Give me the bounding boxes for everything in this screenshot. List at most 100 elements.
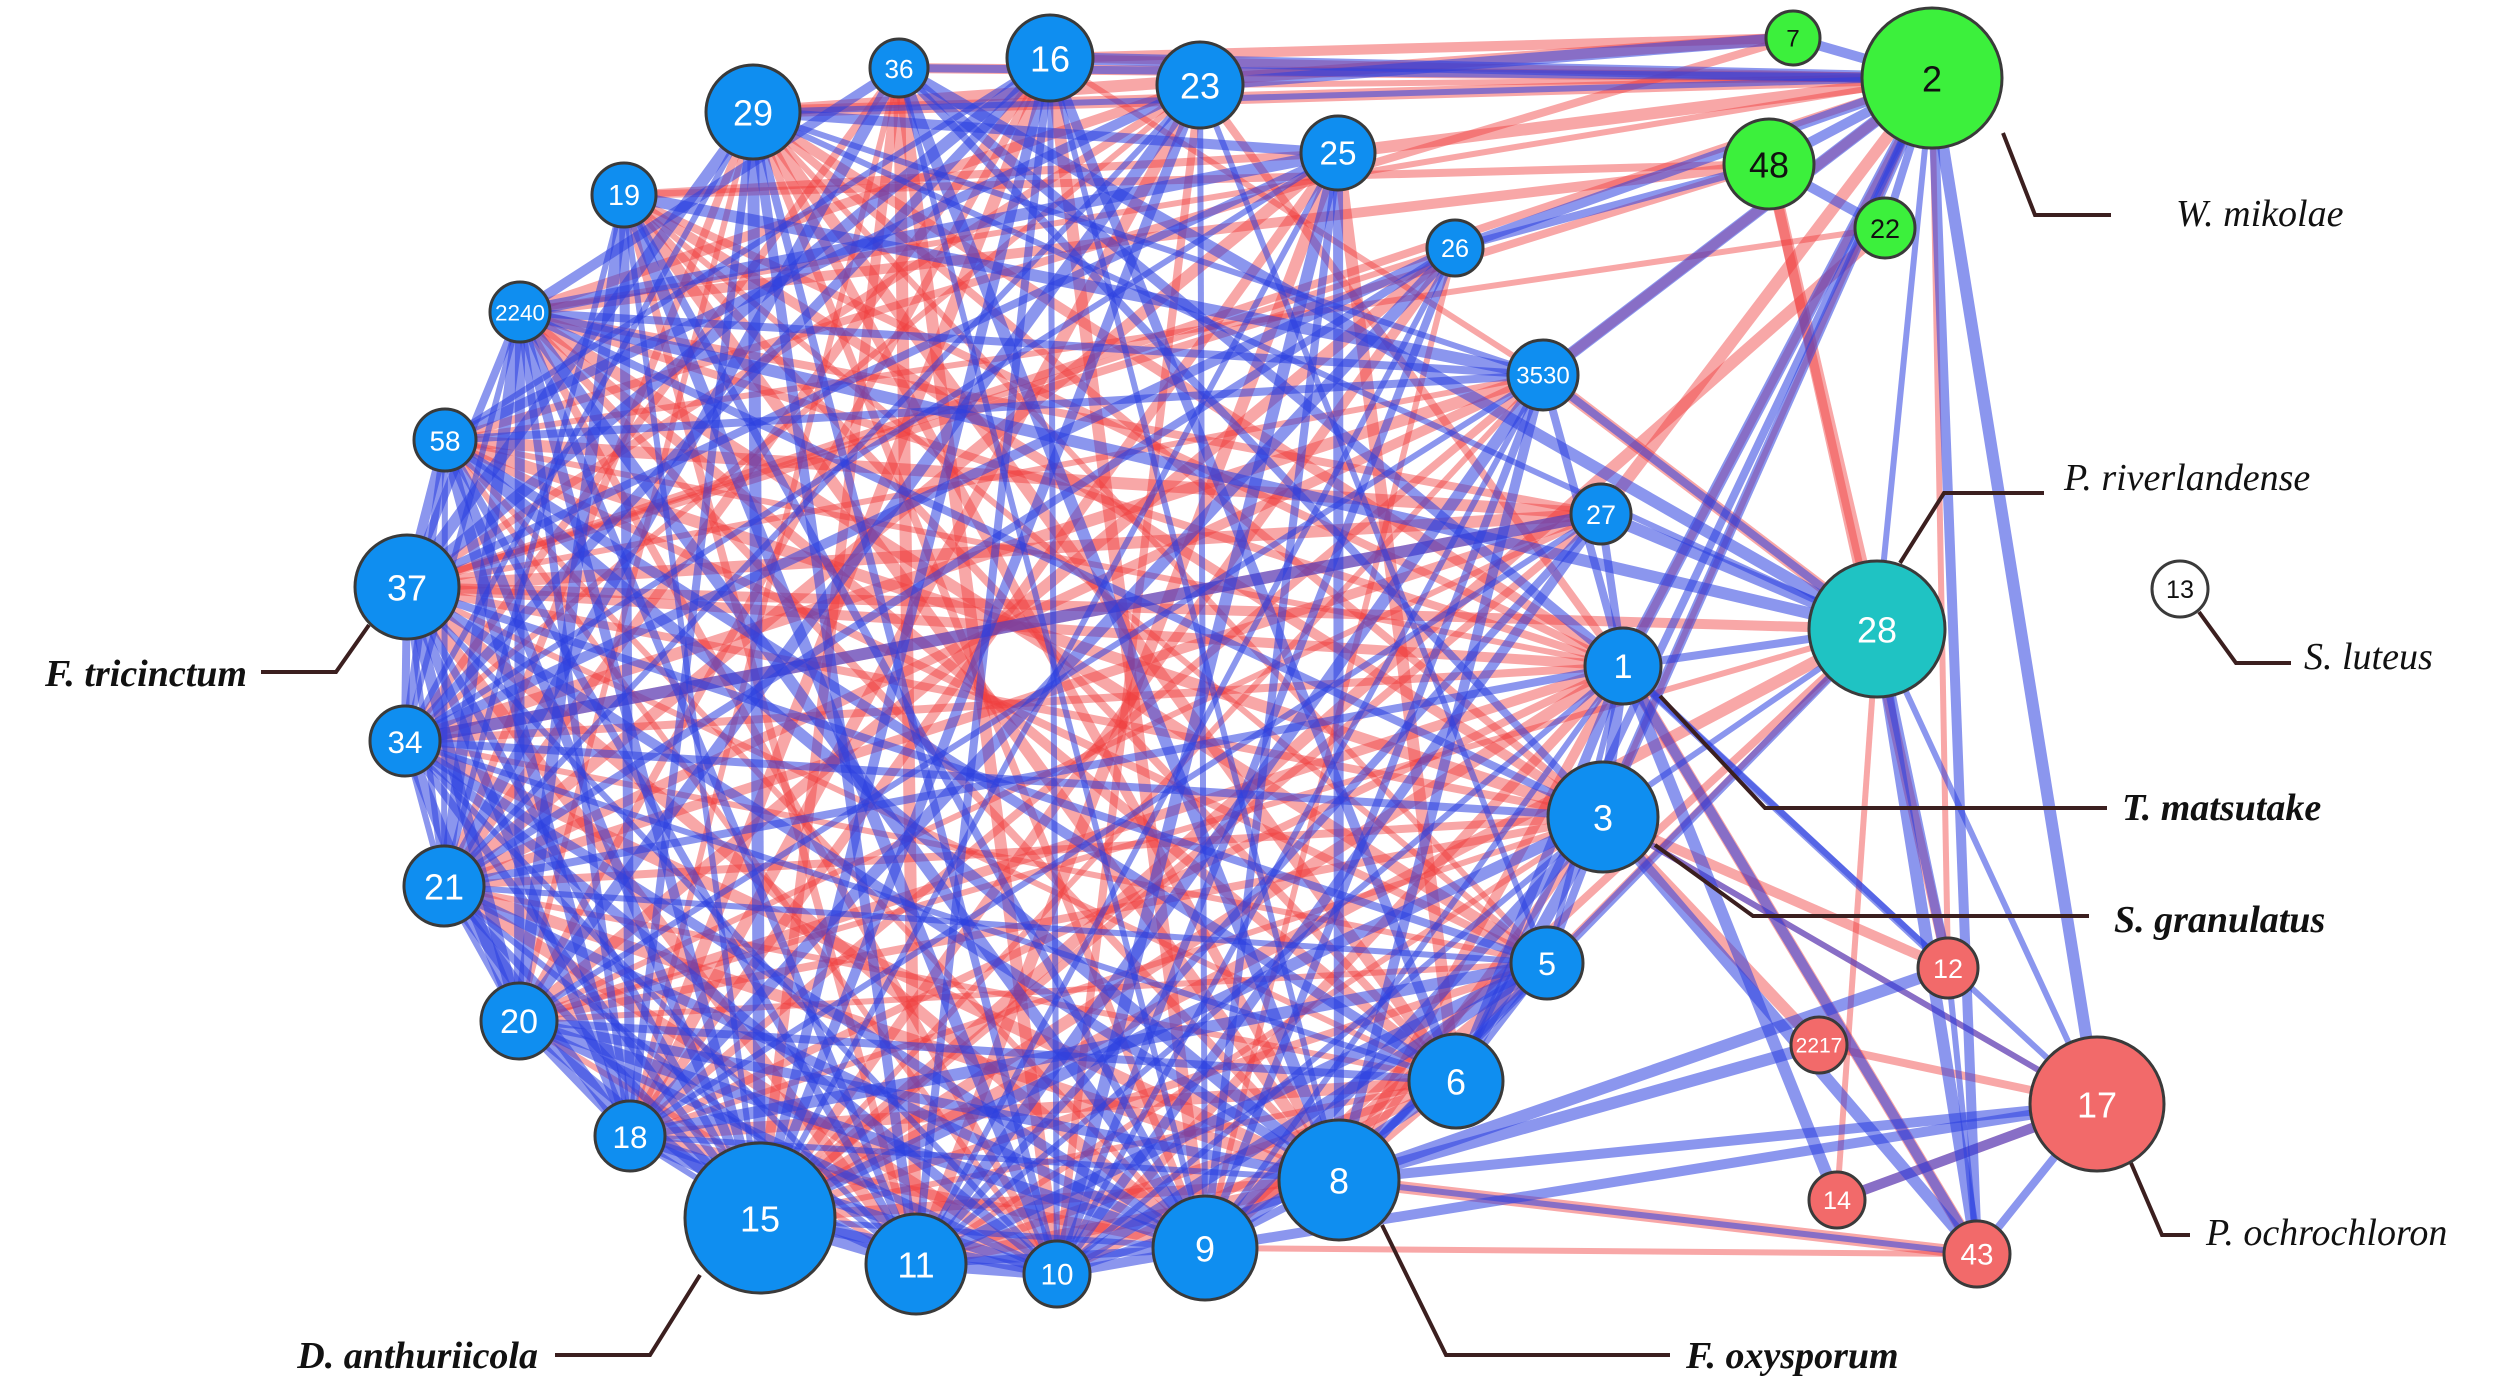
node-10[interactable]: 10 bbox=[1022, 1239, 1092, 1309]
node-5[interactable]: 5 bbox=[1509, 925, 1585, 1001]
node-circle-25 bbox=[1299, 114, 1377, 192]
positive-edge-2-3530 bbox=[1539, 73, 1936, 380]
positive-edge-58-8 bbox=[441, 435, 1343, 1185]
node-2240[interactable]: 2240 bbox=[488, 280, 552, 344]
node-36[interactable]: 36 bbox=[868, 37, 930, 99]
positive-edge-58-18 bbox=[439, 438, 636, 1138]
node-34[interactable]: 34 bbox=[368, 704, 442, 778]
positive-edge-3530-28 bbox=[1540, 371, 1880, 633]
node-label-37: 37 bbox=[387, 568, 427, 609]
positive-edge-15-3 bbox=[757, 811, 1606, 1224]
callout-label-s-luteus: S. luteus bbox=[2304, 636, 2433, 678]
node-43[interactable]: 43 bbox=[1942, 1219, 2012, 1289]
positive-edge-36-2240 bbox=[517, 63, 902, 317]
node-14[interactable]: 14 bbox=[1807, 1170, 1867, 1230]
node-17[interactable]: 17 bbox=[2028, 1035, 2166, 1173]
positive-edge-19-18 bbox=[619, 194, 635, 1137]
positive-edge-28-2240 bbox=[518, 306, 1879, 635]
callout-line-s-luteus bbox=[2197, 610, 2291, 665]
positive-edge-28-17 bbox=[1874, 627, 2100, 1106]
node-11[interactable]: 11 bbox=[864, 1212, 968, 1316]
positive-edge-16-8 bbox=[1047, 57, 1342, 1181]
node-29[interactable]: 29 bbox=[704, 63, 802, 161]
node-48[interactable]: 48 bbox=[1722, 117, 1816, 211]
positive-edge-37-15 bbox=[403, 585, 764, 1220]
node-7[interactable]: 7 bbox=[1764, 9, 1822, 67]
node-label-43: 43 bbox=[1960, 1239, 1993, 1272]
node-circle-27 bbox=[1569, 482, 1633, 546]
negative-edge-29-5 bbox=[750, 109, 1550, 966]
node-18[interactable]: 18 bbox=[593, 1099, 667, 1173]
node-label-16: 16 bbox=[1030, 39, 1070, 80]
node-circle-28 bbox=[1807, 559, 1947, 699]
negative-edge-37-9 bbox=[403, 582, 1209, 1253]
node-circle-14 bbox=[1807, 1170, 1867, 1230]
positive-edge-23-5 bbox=[1197, 83, 1550, 965]
node-circle-10 bbox=[1022, 1239, 1092, 1309]
callout-label-s-granulatus: S. granulatus bbox=[2114, 899, 2325, 941]
node-label-34: 34 bbox=[387, 724, 422, 760]
node-circle-37 bbox=[353, 533, 461, 641]
positive-edge-3530-20 bbox=[517, 372, 1545, 1024]
node-2[interactable]: 2 bbox=[1860, 6, 2004, 150]
positive-edge-19-9 bbox=[620, 193, 1209, 1250]
node-label-18: 18 bbox=[612, 1119, 647, 1155]
node-circle-36 bbox=[868, 37, 930, 99]
node-1[interactable]: 1 bbox=[1583, 626, 1663, 706]
node-28[interactable]: 28 bbox=[1807, 559, 1947, 699]
negative-edge-2-25 bbox=[1337, 72, 1933, 159]
node-23[interactable]: 23 bbox=[1155, 40, 1245, 130]
node-circle-11 bbox=[864, 1212, 968, 1316]
node-22[interactable]: 22 bbox=[1853, 196, 1917, 260]
node-3530[interactable]: 3530 bbox=[1506, 338, 1580, 412]
node-label-11: 11 bbox=[897, 1245, 934, 1286]
positive-edge-26-10 bbox=[1053, 246, 1459, 1276]
node-8[interactable]: 8 bbox=[1277, 1118, 1401, 1242]
node-26[interactable]: 26 bbox=[1425, 218, 1485, 278]
node-label-22: 22 bbox=[1870, 214, 1900, 244]
positive-edge-58-21 bbox=[441, 439, 448, 887]
node-6[interactable]: 6 bbox=[1407, 1032, 1505, 1130]
node-13[interactable]: 13 bbox=[2150, 559, 2210, 619]
node-15[interactable]: 15 bbox=[683, 1141, 837, 1295]
positive-edge-3-43 bbox=[1598, 813, 1982, 1258]
node-25[interactable]: 25 bbox=[1299, 114, 1377, 192]
node-12[interactable]: 12 bbox=[1916, 936, 1980, 1000]
negative-edge-3530-37 bbox=[406, 372, 1544, 590]
negative-edge-3530-18 bbox=[627, 371, 1546, 1140]
negative-edge-3-12 bbox=[1600, 812, 1951, 973]
node-circle-48 bbox=[1722, 117, 1816, 211]
positive-edge-21-1 bbox=[443, 662, 1624, 890]
positive-edge-18-10 bbox=[628, 1131, 1059, 1279]
node-label-8: 8 bbox=[1329, 1161, 1349, 1202]
node-9[interactable]: 9 bbox=[1151, 1194, 1259, 1302]
node-27[interactable]: 27 bbox=[1569, 482, 1633, 546]
positive-edge-21-5 bbox=[443, 883, 1548, 966]
positive-edge-25-10 bbox=[1051, 151, 1344, 1276]
node-3[interactable]: 3 bbox=[1546, 760, 1660, 874]
positive-edge-19-15 bbox=[621, 194, 763, 1219]
node-circle-16 bbox=[1005, 13, 1095, 103]
node-label-19: 19 bbox=[608, 180, 640, 212]
node-20[interactable]: 20 bbox=[479, 981, 559, 1061]
node-37[interactable]: 37 bbox=[353, 533, 461, 641]
node-label-6: 6 bbox=[1446, 1062, 1466, 1103]
callout-label-p-riverlandense: P. riverlandense bbox=[2063, 457, 2310, 499]
node-16[interactable]: 16 bbox=[1005, 13, 1095, 103]
positive-edge-3530-58 bbox=[444, 371, 1544, 444]
callout-line-s-granulatus bbox=[1653, 843, 2089, 918]
callout-label-t-matsutake: T. matsutake bbox=[2122, 787, 2321, 829]
node-21[interactable]: 21 bbox=[402, 844, 486, 928]
node-label-2240: 2240 bbox=[495, 301, 545, 326]
node-19[interactable]: 19 bbox=[590, 161, 658, 229]
positive-edge-2240-18 bbox=[516, 311, 634, 1137]
positive-edge-7-23 bbox=[1199, 32, 1794, 91]
negative-edge-22-58 bbox=[444, 225, 1886, 443]
positive-edge-2-43 bbox=[1927, 77, 1982, 1255]
node-2217[interactable]: 2217 bbox=[1789, 1015, 1849, 1075]
node-58[interactable]: 58 bbox=[412, 407, 478, 473]
positive-edge-25-29 bbox=[752, 107, 1339, 158]
node-circle-18 bbox=[593, 1099, 667, 1173]
callout-line-t-matsutake bbox=[1658, 694, 2107, 810]
